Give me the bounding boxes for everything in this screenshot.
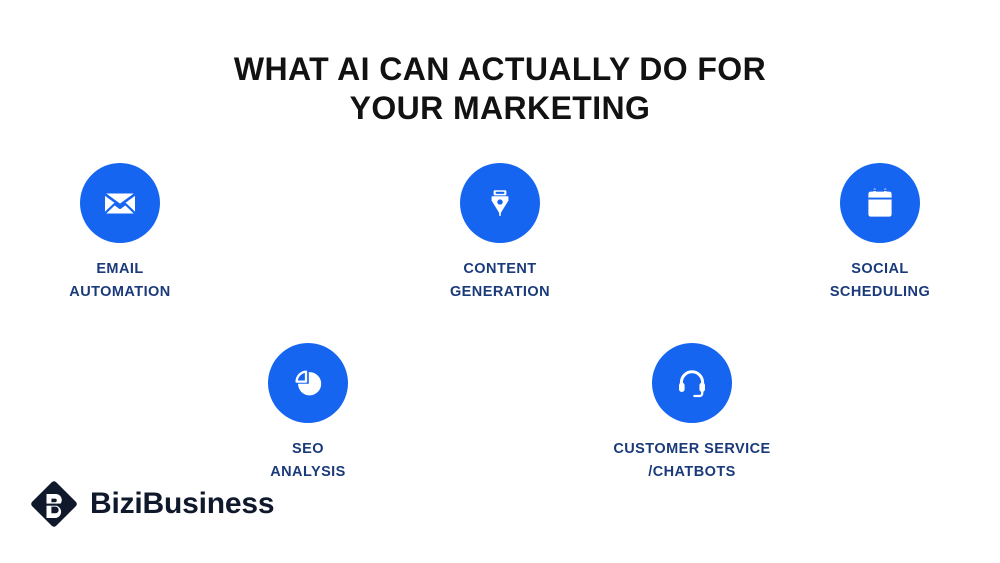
label-line-2: AUTOMATION xyxy=(69,284,171,300)
title-line-1: WHAT AI CAN ACTUALLY DO FOR xyxy=(233,51,767,87)
label-line-1: SEO xyxy=(292,441,324,457)
label-line-1: SOCIAL xyxy=(851,261,909,277)
label-line-2: /CHATBOTS xyxy=(648,464,736,480)
card-email-automation[interactable]: EMAIL AUTOMATION xyxy=(5,163,235,304)
icon-circle-seo xyxy=(268,343,348,423)
brand-logo[interactable]: BiziBusiness xyxy=(28,478,275,530)
card-seo-analysis[interactable]: SEO ANALYSIS xyxy=(193,343,423,484)
icon-circle-social xyxy=(840,163,920,243)
card-label-customer-service-chatbots: CUSTOMER SERVICE /CHATBOTS xyxy=(577,438,807,484)
calendar-icon xyxy=(860,183,900,223)
card-social-scheduling[interactable]: SOCIAL SCHEDULING xyxy=(765,163,995,304)
card-label-email-automation: EMAIL AUTOMATION xyxy=(5,258,235,304)
title-line-2: YOUR MARKETING xyxy=(349,90,651,126)
label-line-1: CUSTOMER SERVICE xyxy=(613,441,771,457)
label-line-1: CONTENT xyxy=(463,261,537,277)
logo-wordmark: BiziBusiness xyxy=(90,487,275,520)
label-line-2: GENERATION xyxy=(449,284,551,300)
card-label-social-scheduling: SOCIAL SCHEDULING xyxy=(765,258,995,304)
label-line-2: SCHEDULING xyxy=(829,284,931,300)
icon-circle-content xyxy=(460,163,540,243)
headset-icon xyxy=(672,363,712,403)
pen-nib-icon xyxy=(480,183,520,223)
icon-circle-email xyxy=(80,163,160,243)
icon-circle-support xyxy=(652,343,732,423)
envelope-icon xyxy=(100,183,140,223)
card-label-seo-analysis: SEO ANALYSIS xyxy=(193,438,423,484)
page-title: WHAT AI CAN ACTUALLY DO FOR YOUR MARKETI… xyxy=(0,50,1000,128)
card-content-generation[interactable]: CONTENT GENERATION xyxy=(385,163,615,304)
logo-diamond-b-icon xyxy=(28,478,80,530)
label-line-1: EMAIL xyxy=(96,261,144,277)
pie-chart-icon xyxy=(288,363,328,403)
card-customer-service-chatbots[interactable]: CUSTOMER SERVICE /CHATBOTS xyxy=(577,343,807,484)
card-label-content-generation: CONTENT GENERATION xyxy=(385,258,615,304)
label-line-2: ANALYSIS xyxy=(270,464,346,480)
